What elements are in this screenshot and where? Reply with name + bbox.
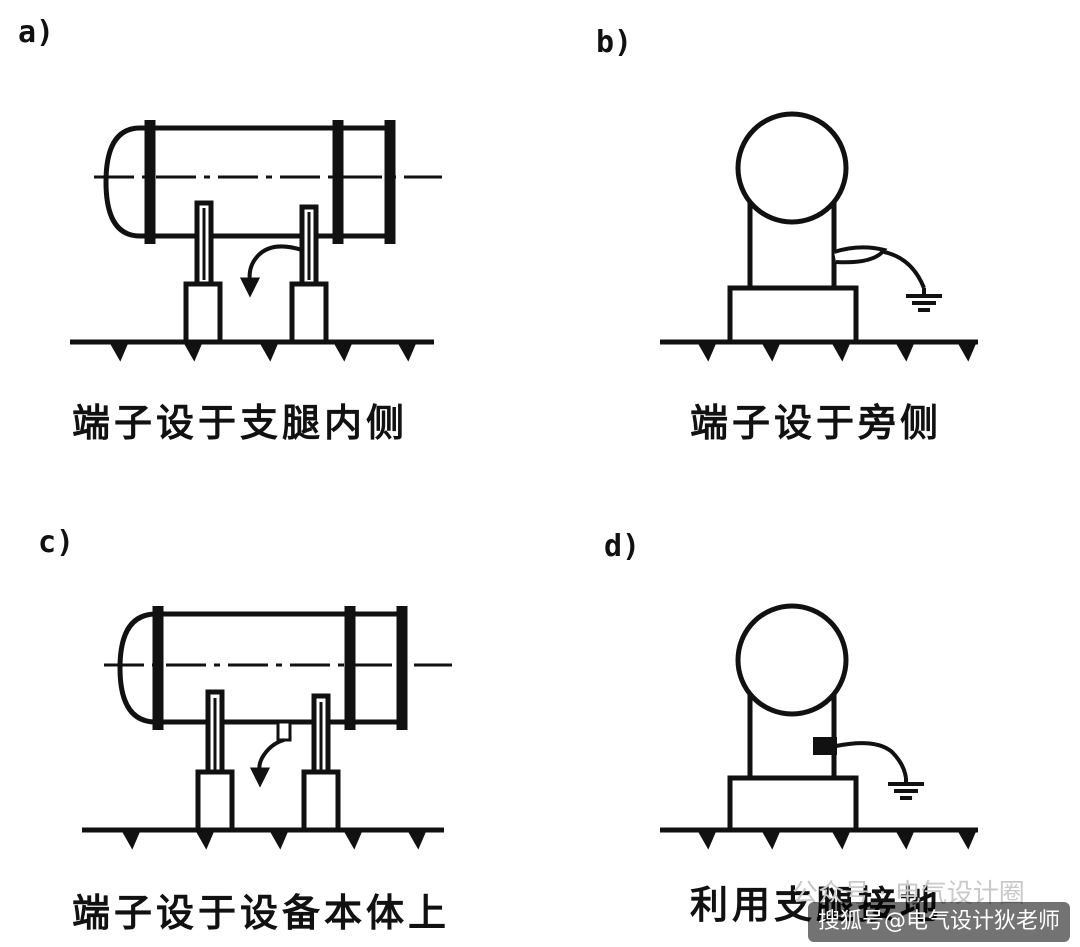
support-leg-right [301,693,341,833]
support-leg-right [289,204,329,345]
ground-symbol [888,778,924,800]
ground-line [660,827,978,850]
panel-c-label: c) [38,525,74,560]
panel-c-figure [82,606,452,850]
panel-b-caption: 端子设于旁侧 [690,401,942,445]
grounding-terminal-side [833,245,926,289]
grounding-terminal-leg [813,737,908,779]
panel-a-caption: 端子设于支腿内侧 [72,401,408,445]
panel-c-caption: 端子设于设备本体上 [72,891,450,935]
vertical-vessel [727,111,859,345]
panel-a-figure [70,120,442,362]
horizontal-tank [94,120,442,244]
panel-a-label: a) [18,15,54,50]
ground-line [660,339,978,362]
vertical-vessel [727,603,859,833]
horizontal-tank [104,606,452,730]
ground-symbol [906,288,942,312]
grounding-terminal-body [249,720,292,788]
panel-d-label: d) [604,529,640,564]
panel-b-figure [660,111,978,362]
watermark-bar: 搜狐号@电气设计狄老师 [808,902,1070,942]
panel-b-label: b) [596,25,632,60]
support-leg-left [183,200,223,345]
grounding-terminal-inner [239,244,303,298]
ground-line [82,827,444,850]
panel-d-figure [660,603,978,850]
ground-line [70,339,434,362]
